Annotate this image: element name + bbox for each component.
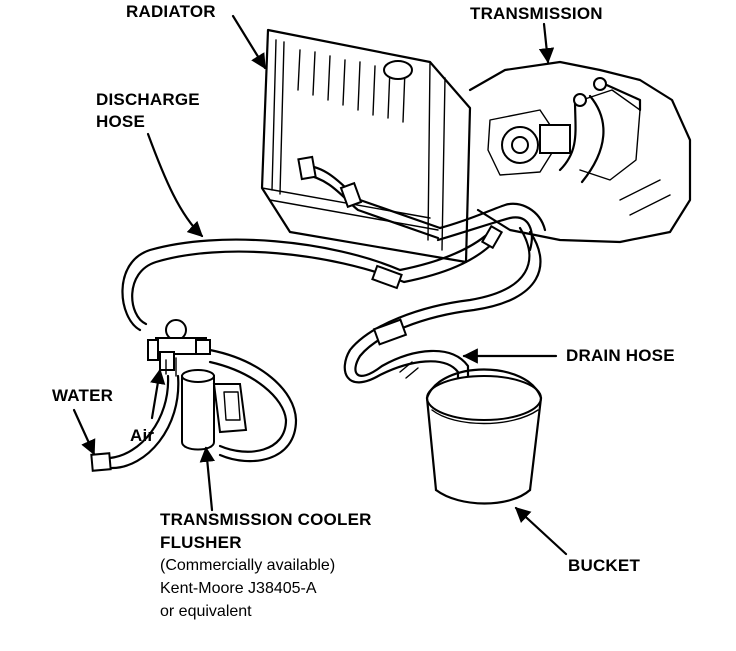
label-water: WATER bbox=[52, 386, 114, 405]
label-flusher-line1: TRANSMISSION COOLER bbox=[160, 510, 372, 529]
leader-arrows bbox=[72, 14, 568, 556]
label-flusher-line2: FLUSHER bbox=[160, 533, 242, 552]
label-flusher-line5: or equivalent bbox=[160, 603, 252, 620]
label-drain-hose: DRAIN HOSE bbox=[566, 346, 675, 365]
bucket bbox=[425, 368, 543, 505]
label-bucket: BUCKET bbox=[568, 556, 641, 575]
radiator bbox=[260, 28, 472, 264]
label-air: Air bbox=[130, 426, 155, 445]
label-flusher-line4: Kent-Moore J38405-A bbox=[160, 580, 317, 597]
label-transmission: TRANSMISSION bbox=[470, 4, 603, 23]
label-discharge-hose-line1: DISCHARGE bbox=[96, 90, 200, 109]
label-discharge-hose-line2: HOSE bbox=[96, 112, 145, 131]
flusher bbox=[90, 319, 298, 472]
transmission bbox=[468, 60, 692, 244]
discharge-hose bbox=[121, 224, 504, 332]
drain-hose-line bbox=[343, 226, 542, 412]
label-radiator: RADIATOR bbox=[126, 2, 216, 21]
label-flusher-line3: (Commercially available) bbox=[160, 557, 336, 574]
